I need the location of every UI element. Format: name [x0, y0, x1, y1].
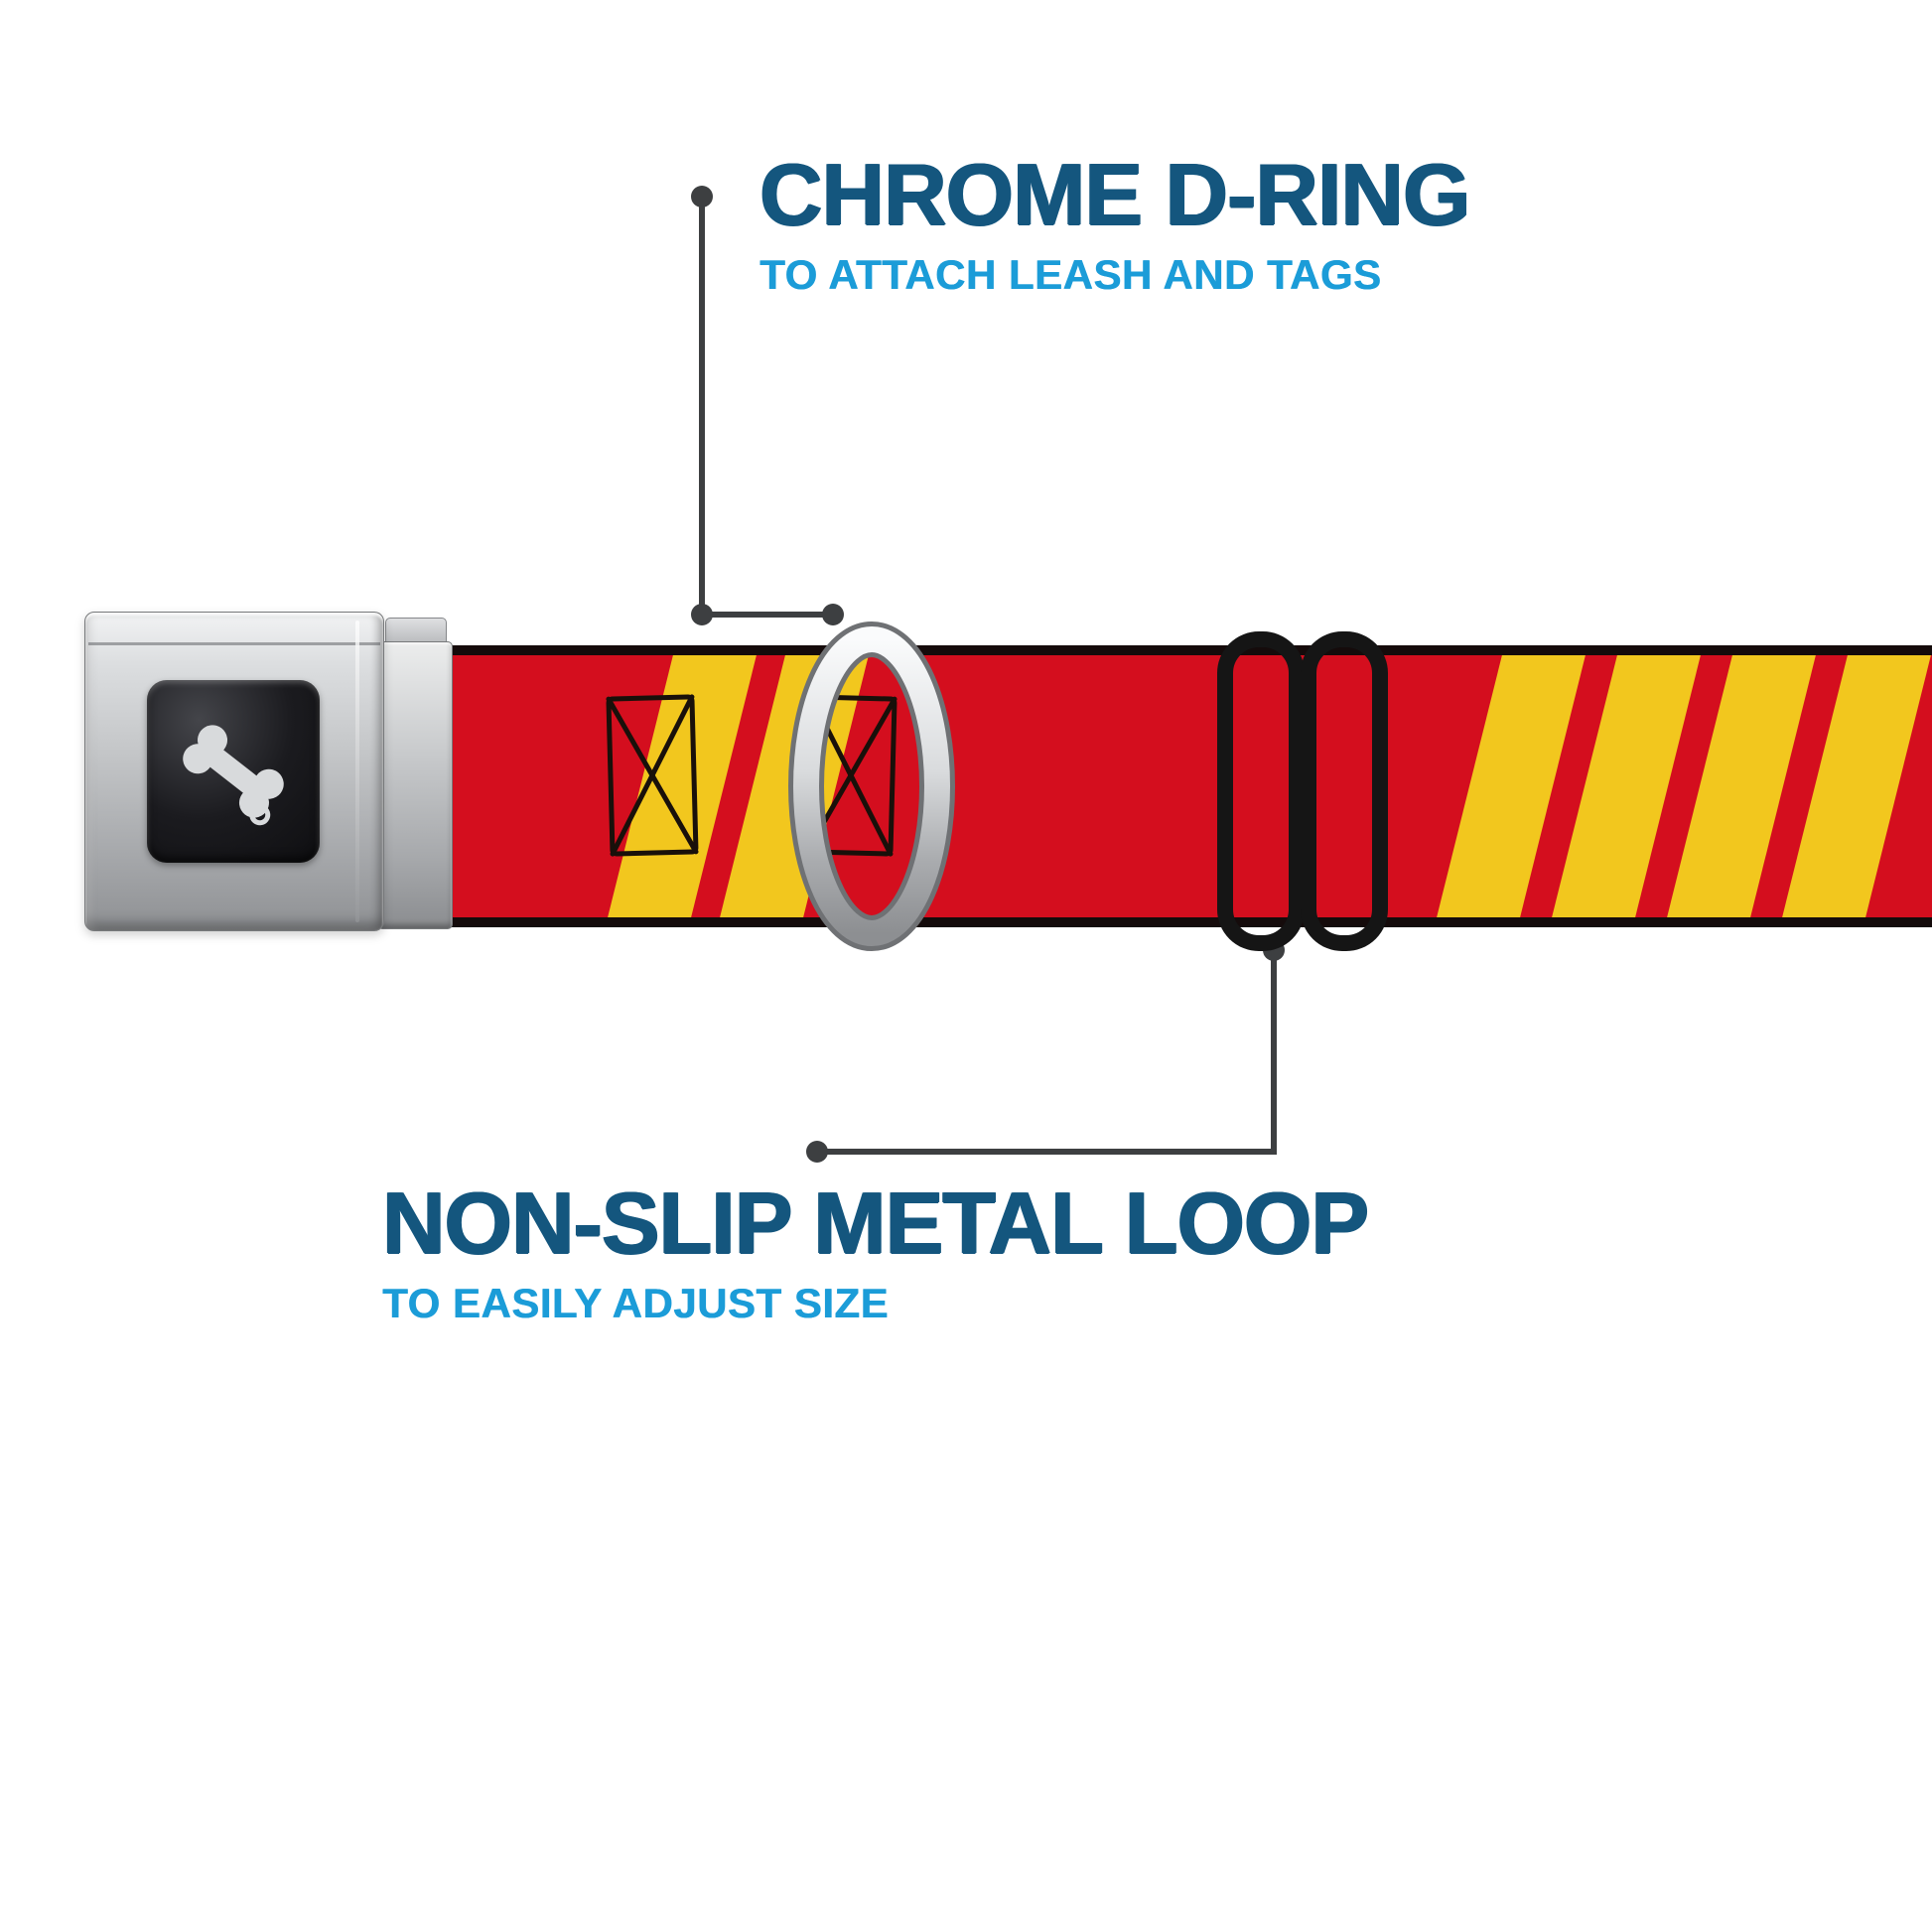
buckle-logo-plate [147, 680, 320, 863]
callout-dot [806, 1141, 828, 1163]
dring-annotation: CHROME D-RING TO ATTACH LEASH AND TAGS [759, 145, 1470, 298]
loop-annotation-subtitle: TO EASILY ADJUST SIZE [382, 1280, 889, 1326]
callout-line-horizontal [699, 612, 838, 618]
buckle-seam [88, 642, 380, 645]
buckle-latch-plate [377, 641, 453, 929]
dring-annotation-title: CHROME D-RING [759, 145, 1470, 243]
callout-line-horizontal [817, 1149, 1277, 1155]
metal-slider-loop-icon [1217, 631, 1388, 951]
stitch-box [606, 694, 699, 857]
dring-annotation-subtitle: TO ATTACH LEASH AND TAGS [759, 251, 1382, 298]
callout-line-vertical [699, 197, 705, 618]
seatbelt-buckle [84, 612, 384, 931]
buckle-edge-highlight [355, 621, 359, 922]
callout-dot [691, 604, 713, 625]
callout-dot [822, 604, 844, 625]
collar-strap [395, 645, 1932, 927]
loop-annotation-title: NON-SLIP METAL LOOP [382, 1173, 1369, 1272]
chrome-d-ring-icon [788, 621, 955, 951]
bone-icon [183, 725, 284, 826]
loop-annotation: NON-SLIP METAL LOOP TO EASILY ADJUST SIZ… [382, 1173, 1369, 1326]
callout-line-vertical [1271, 950, 1277, 1155]
